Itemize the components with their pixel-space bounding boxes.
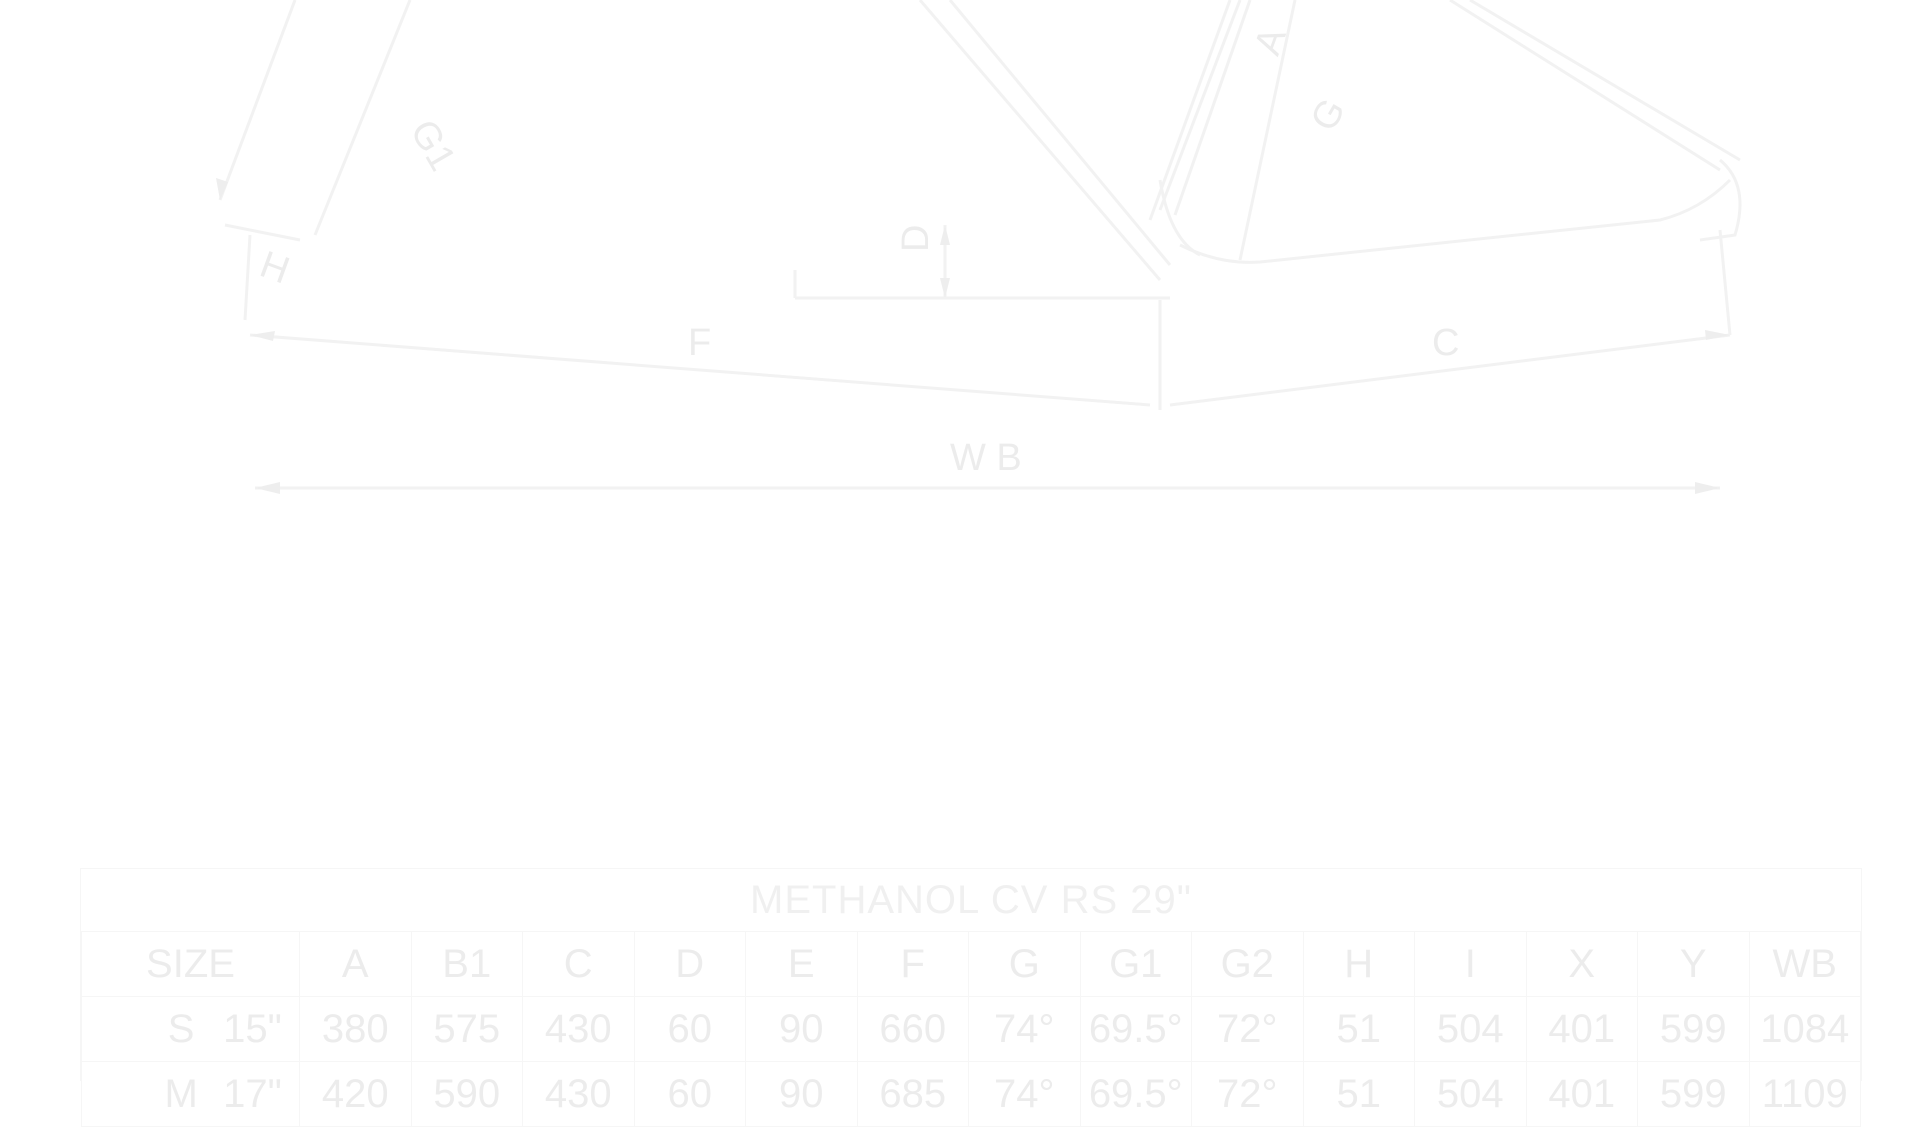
arrow-head (250, 331, 275, 341)
table-cell: 1109 (1748, 1061, 1861, 1127)
table-header-cell: D (633, 931, 746, 997)
size-letter: M (164, 1071, 198, 1116)
table-header-cell: E (745, 931, 858, 997)
size-cell: M 17" (81, 1061, 300, 1127)
table-header-cell: G (968, 931, 1081, 997)
table-cell: 74° (968, 996, 1081, 1062)
down-tube-line (918, 0, 1162, 281)
table-header-cell: WB (1748, 931, 1861, 997)
table-cell: 504 (1414, 1061, 1527, 1127)
c-dimension-line (1169, 333, 1731, 407)
table-cell: 430 (522, 1061, 635, 1127)
table-cell: 660 (856, 996, 969, 1062)
table-cell: 599 (1637, 1061, 1750, 1127)
table-cell: 401 (1525, 996, 1638, 1062)
arrow-head (1695, 482, 1720, 494)
table-cell: 72° (1191, 996, 1304, 1062)
table-cell: 51 (1302, 1061, 1415, 1127)
seat-stay-line-2 (1469, 0, 1741, 162)
table-cell: 420 (299, 1061, 412, 1127)
table-cell: 90 (745, 1061, 858, 1127)
table-header-cell: B1 (410, 931, 523, 997)
size-cell: S 15" (81, 996, 300, 1062)
table-cell: 74° (968, 1061, 1081, 1127)
label-wb: W B (950, 437, 1022, 479)
down-tube-line-2 (948, 0, 1172, 266)
table-header-cell: H (1302, 931, 1415, 997)
table-cell: 590 (410, 1061, 523, 1127)
table-cell: 60 (633, 1061, 746, 1127)
table-header-cell: G1 (1079, 931, 1192, 997)
bike-geometry-diagram: G1 H F D A G C W B (216, 0, 1742, 494)
head-tube-base (224, 223, 301, 242)
h-dimension-line (243, 234, 252, 321)
table-header-cell: X (1525, 931, 1638, 997)
label-f: F (688, 322, 711, 364)
fork-line (218, 0, 297, 201)
table-cell: 430 (522, 996, 635, 1062)
dropout (1699, 158, 1742, 242)
table-cell: 599 (1637, 996, 1750, 1062)
arrow-head (255, 482, 280, 494)
arrow-head (940, 278, 950, 298)
size-inch: 15" (223, 1006, 282, 1051)
table-cell: 90 (745, 996, 858, 1062)
table-cell: 51 (1302, 996, 1415, 1062)
c-right-tick (1718, 229, 1732, 336)
table-title: METHANOL CV RS 29" (750, 878, 1192, 922)
table-header-cell: F (856, 931, 969, 997)
size-inch: 17" (223, 1071, 282, 1116)
seat-tube-line-2 (1148, 0, 1232, 221)
arrow-head (216, 178, 228, 200)
bb-curve (1158, 179, 1201, 257)
f-dimension-line (249, 333, 1151, 407)
table-cell: 401 (1525, 1061, 1638, 1127)
table-header-cell: Y (1637, 931, 1750, 997)
arrow-head (940, 225, 950, 245)
a-dimension-line (1238, 0, 1297, 261)
table-cell: 69.5° (1079, 1061, 1192, 1127)
chain-stay-line (1179, 178, 1732, 264)
table-cell: 72° (1191, 1061, 1304, 1127)
table-header-cell: C (522, 931, 635, 997)
table-cell: 685 (856, 1061, 969, 1127)
table-header-cell: A (299, 931, 412, 997)
table-header-cell: G2 (1191, 931, 1304, 997)
arrow-head (1705, 330, 1730, 340)
label-h: H (255, 244, 295, 293)
size-letter: S (167, 1006, 195, 1051)
fork-line-2 (313, 0, 412, 236)
table-cell: 575 (410, 996, 523, 1062)
table-header-cell: I (1414, 931, 1527, 997)
seat-stay-line (1449, 0, 1721, 172)
label-g1: G1 (402, 113, 464, 178)
table-header-cell: SIZE (81, 931, 300, 997)
label-g: G (1303, 92, 1354, 139)
table-cell: 69.5° (1079, 996, 1192, 1062)
seat-tube-line-3 (1173, 0, 1252, 216)
label-d: D (895, 225, 937, 252)
table-cell: 60 (633, 996, 746, 1062)
label-c: C (1432, 322, 1459, 364)
seat-tube-line (1158, 0, 1242, 211)
table-cell: 504 (1414, 996, 1527, 1062)
table-cell: 1084 (1748, 996, 1861, 1062)
table-cell: 380 (299, 996, 412, 1062)
